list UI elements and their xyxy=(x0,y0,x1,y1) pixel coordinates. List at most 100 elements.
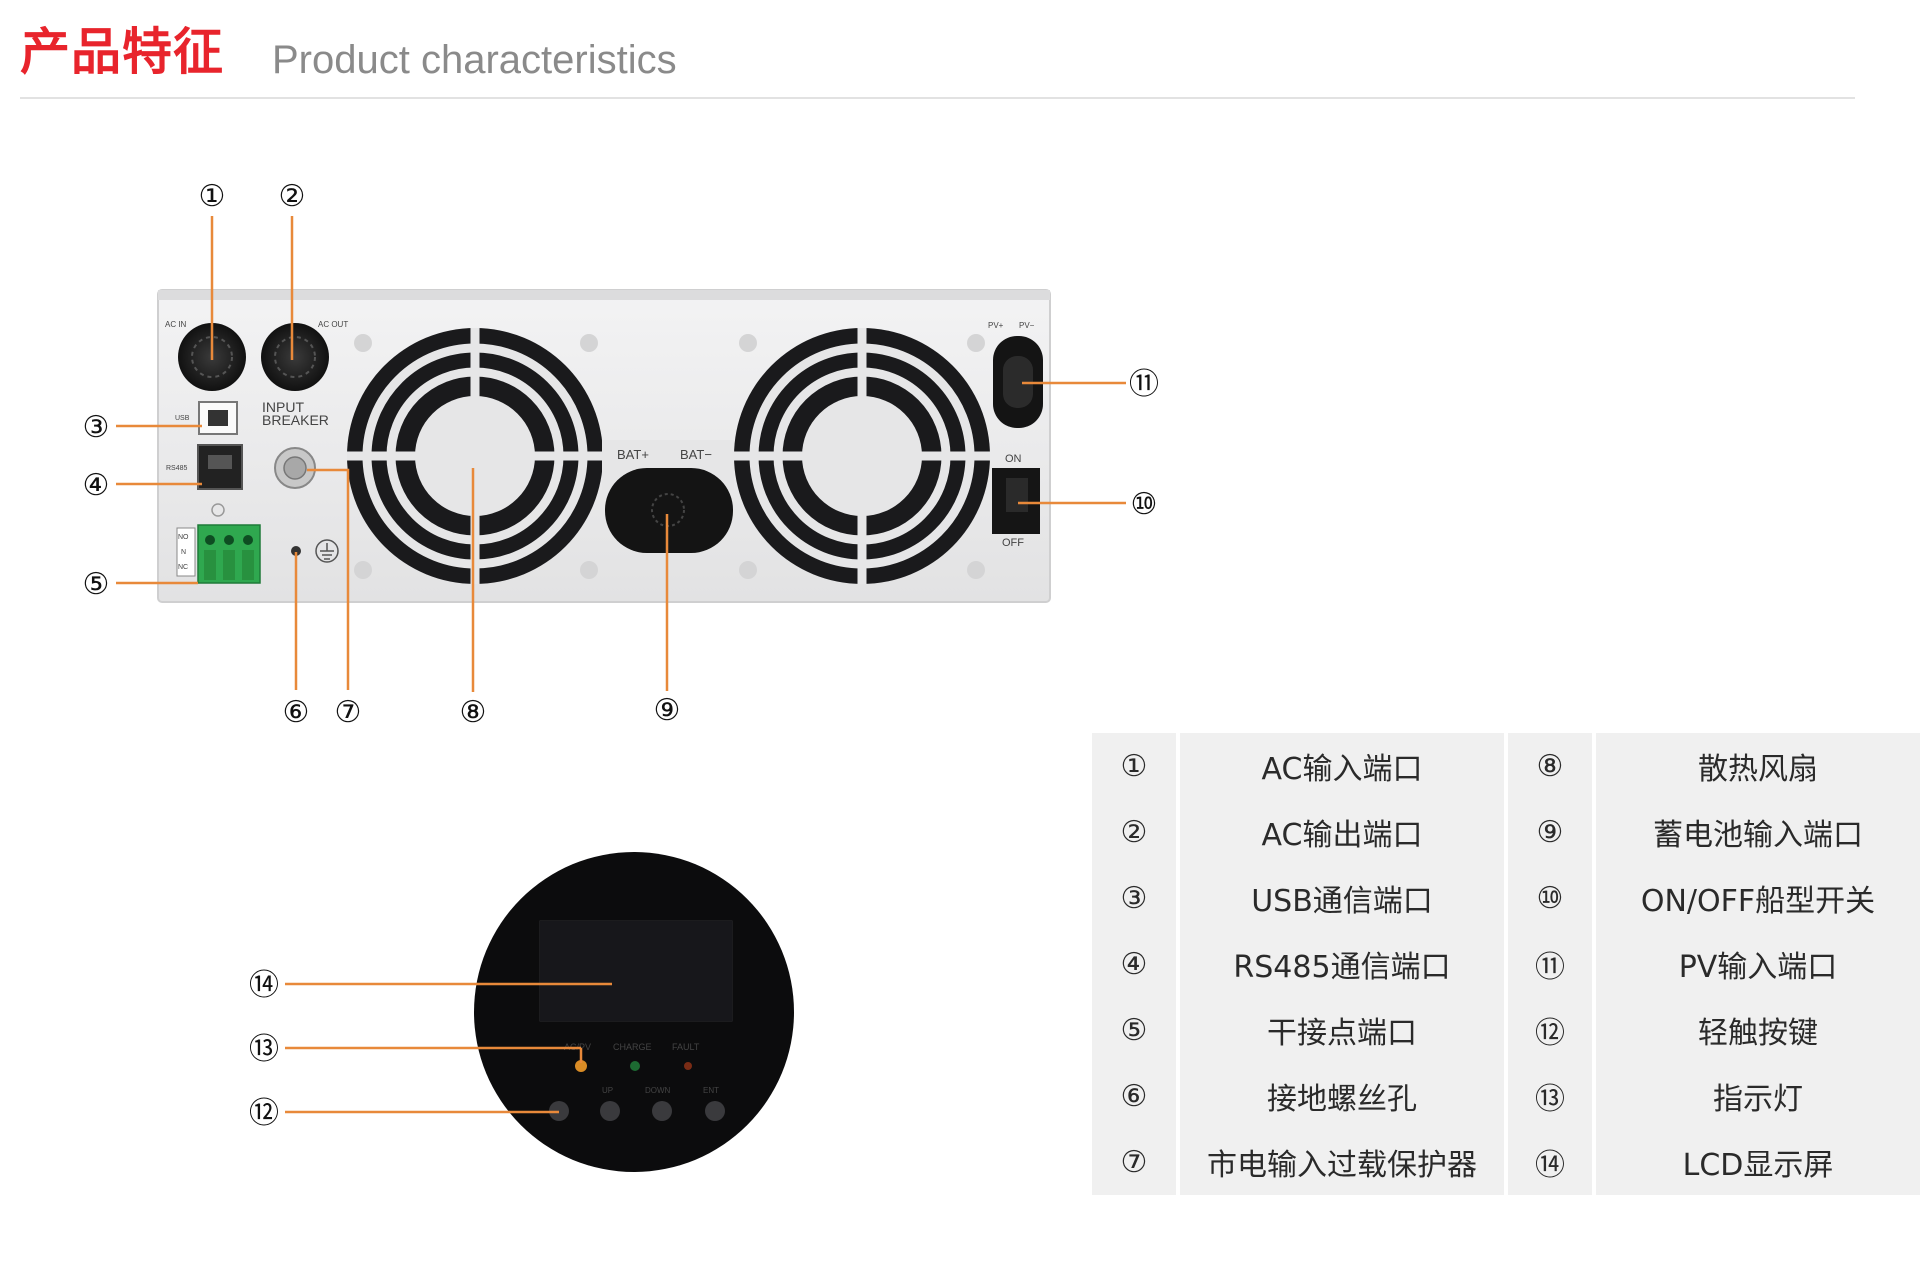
down-button-icon xyxy=(652,1101,672,1121)
pv-input-port: PV+ PV− xyxy=(988,321,1043,428)
legend-number: ⑥ xyxy=(1092,1063,1176,1129)
rs485-port: RS485 xyxy=(166,444,243,517)
svg-text:③: ③ xyxy=(83,410,110,445)
callout-10: ⑩ xyxy=(1131,487,1158,522)
legend-number: ⑪ xyxy=(1508,931,1592,997)
dry-contact-terminal: NO N NC xyxy=(176,524,261,584)
legend-label: AC输入端口 xyxy=(1180,733,1504,799)
legend-number: ② xyxy=(1092,799,1176,865)
legend-row: ④ RS485通信端口 ⑪ PV输入端口 xyxy=(1092,931,1920,997)
charge-label: CHARGE xyxy=(613,1042,652,1052)
callout-13: ⑬ xyxy=(249,1032,279,1067)
legend-label: 指示灯 xyxy=(1596,1063,1920,1129)
svg-text:RS485: RS485 xyxy=(166,465,188,472)
legend-number: ⑬ xyxy=(1508,1063,1592,1129)
callout-12: ⑫ xyxy=(249,1096,279,1131)
legend-table: ① AC输入端口 ⑧ 散热风扇 ② AC输出端口 ⑨ 蓄电池输入端口 ③ USB… xyxy=(1092,733,1920,1195)
callout-11: ⑪ xyxy=(1129,367,1159,402)
leader-lines xyxy=(116,216,1126,1114)
legend-number: ⑦ xyxy=(1092,1129,1176,1195)
svg-text:ENT: ENT xyxy=(703,1086,719,1095)
svg-text:⑪: ⑪ xyxy=(1129,367,1159,402)
svg-text:ON: ON xyxy=(1005,453,1022,465)
legend-row: ⑤ 干接点端口 ⑫ 轻触按键 xyxy=(1092,997,1920,1063)
legend-label: 市电输入过载保护器 xyxy=(1180,1129,1504,1195)
lcd-display xyxy=(540,921,732,1021)
callout-4: ④ xyxy=(83,468,110,503)
svg-text:NC: NC xyxy=(178,564,188,571)
svg-text:AC IN: AC IN xyxy=(165,320,187,329)
fault-label: FAULT xyxy=(672,1042,700,1052)
usb-port: USB xyxy=(175,401,238,435)
battery-input-port: BAT+ BAT− xyxy=(602,440,734,553)
ac-pv-indicator-icon xyxy=(575,1060,587,1072)
ground-symbol-icon xyxy=(315,539,339,563)
callout-3: ③ xyxy=(83,410,110,445)
svg-text:AC OUT: AC OUT xyxy=(318,320,348,329)
cooling-fan-right xyxy=(734,328,990,584)
callout-7: ⑦ xyxy=(335,695,362,730)
fault-indicator-icon xyxy=(684,1062,692,1070)
legend-label: USB通信端口 xyxy=(1180,865,1504,931)
svg-text:⑨: ⑨ xyxy=(654,693,681,728)
svg-text:PV+: PV+ xyxy=(988,321,1004,330)
svg-text:PV−: PV− xyxy=(1019,321,1035,330)
legend-row: ⑥ 接地螺丝孔 ⑬ 指示灯 xyxy=(1092,1063,1920,1129)
legend-label: 散热风扇 xyxy=(1596,733,1920,799)
callout-5: ⑤ xyxy=(83,567,110,602)
callout-1: ① xyxy=(199,179,226,214)
svg-text:⑦: ⑦ xyxy=(335,695,362,730)
svg-text:NO: NO xyxy=(178,534,189,541)
svg-text:UP: UP xyxy=(602,1086,613,1095)
legend-number: ⑧ xyxy=(1508,733,1592,799)
svg-text:⑭: ⑭ xyxy=(249,968,279,1003)
legend-number: ⑨ xyxy=(1508,799,1592,865)
svg-text:⑥: ⑥ xyxy=(283,695,310,730)
svg-text:⑧: ⑧ xyxy=(460,695,487,730)
callout-14: ⑭ xyxy=(249,968,279,1003)
legend-label: LCD显示屏 xyxy=(1596,1129,1920,1195)
svg-text:BAT+: BAT+ xyxy=(617,447,649,462)
charge-indicator-icon xyxy=(630,1061,640,1071)
legend-label: ON/OFF船型开关 xyxy=(1596,865,1920,931)
ground-screw-hole xyxy=(291,546,301,556)
legend-label: PV输入端口 xyxy=(1596,931,1920,997)
svg-text:USB: USB xyxy=(175,415,190,422)
page-title-en: Product characteristics xyxy=(272,38,677,82)
header-divider xyxy=(20,97,1855,99)
callout-6: ⑥ xyxy=(283,695,310,730)
svg-text:②: ② xyxy=(279,179,306,214)
ent-button-icon xyxy=(705,1101,725,1121)
input-breaker-label-1: INPUT xyxy=(262,399,304,415)
input-breaker-label-2: BREAKER xyxy=(262,412,329,428)
legend-label: AC输出端口 xyxy=(1180,799,1504,865)
legend-number: ⑫ xyxy=(1508,997,1592,1063)
legend-number: ⑤ xyxy=(1092,997,1176,1063)
legend-label: 轻触按键 xyxy=(1596,997,1920,1063)
input-breaker xyxy=(274,447,316,489)
svg-text:⑬: ⑬ xyxy=(249,1032,279,1067)
legend-row: ① AC输入端口 ⑧ 散热风扇 xyxy=(1092,733,1920,799)
svg-text:⑤: ⑤ xyxy=(83,567,110,602)
svg-text:DOWN: DOWN xyxy=(645,1086,671,1095)
page-title-cn: 产品特征 xyxy=(20,23,224,81)
ac-out-port: AC OUT xyxy=(261,320,348,391)
svg-text:⑫: ⑫ xyxy=(249,1096,279,1131)
legend-row: ② AC输出端口 ⑨ 蓄电池输入端口 xyxy=(1092,799,1920,865)
up-button-icon xyxy=(600,1101,620,1121)
svg-text:OFF: OFF xyxy=(1002,537,1024,549)
cooling-fan-left xyxy=(347,328,603,584)
svg-text:⑩: ⑩ xyxy=(1131,487,1158,522)
touch-buttons: UP DOWN ENT xyxy=(549,1086,725,1121)
legend-label: 干接点端口 xyxy=(1180,997,1504,1063)
svg-text:N: N xyxy=(181,549,186,556)
callout-9: ⑨ xyxy=(654,693,681,728)
legend-row: ③ USB通信端口 ⑩ ON/OFF船型开关 xyxy=(1092,865,1920,931)
svg-text:BAT−: BAT− xyxy=(680,447,712,462)
svg-text:④: ④ xyxy=(83,468,110,503)
legend-label: 接地螺丝孔 xyxy=(1180,1063,1504,1129)
legend-number: ⑩ xyxy=(1508,865,1592,931)
legend-number: ③ xyxy=(1092,865,1176,931)
legend-number: ① xyxy=(1092,733,1176,799)
